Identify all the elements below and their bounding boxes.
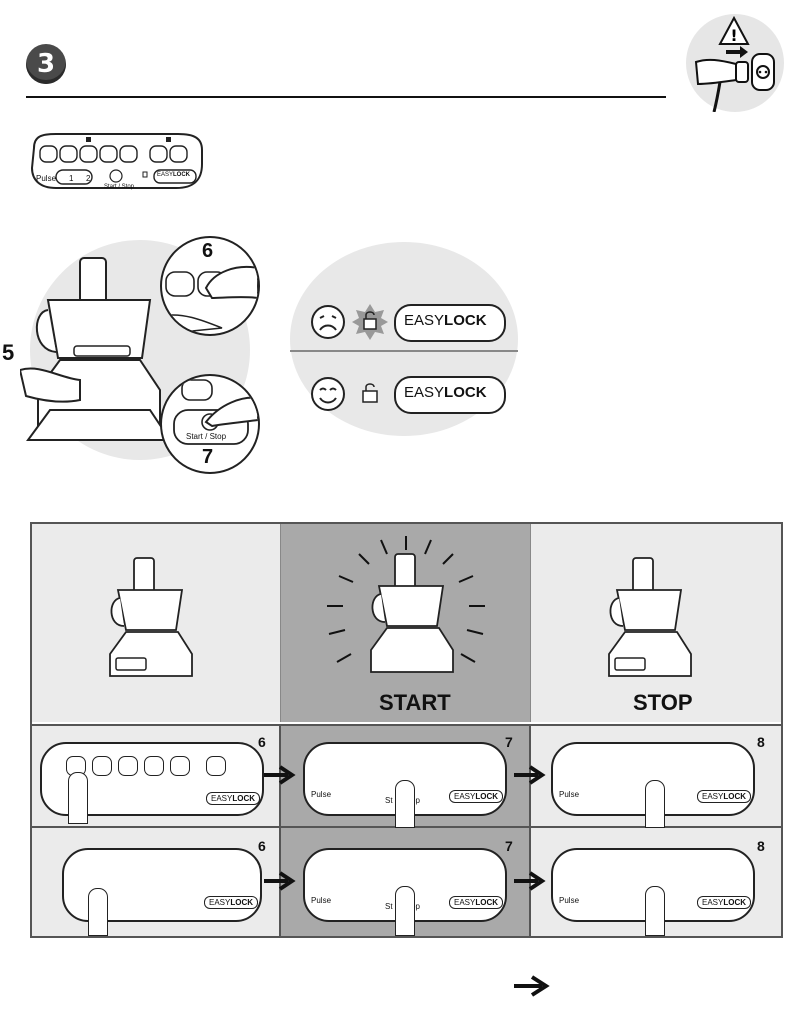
step-badge: 3 — [26, 44, 66, 84]
row2-step8: 8 Pulse EASYLOCK — [531, 828, 781, 936]
finger-icon — [88, 888, 108, 936]
cell-idle — [32, 524, 281, 722]
control-panel-overview: Pulse 1 2 Start / Stop EASYLOCK — [26, 128, 208, 196]
warning-triangle-icon — [718, 15, 750, 45]
lock-icon — [362, 383, 378, 403]
divider — [290, 350, 518, 352]
jug-icon — [86, 137, 91, 142]
zoom-step-7: Start / Stop 7 — [160, 374, 260, 474]
row2-num-6: 6 — [258, 838, 266, 854]
plug-icon: ! — [694, 15, 775, 113]
speed-2-label: 2 — [86, 174, 91, 183]
stop-label: STOP — [633, 690, 693, 715]
step-6-number: 6 — [202, 240, 214, 262]
unplug-warning: ! — [686, 14, 784, 113]
step-number: 3 — [36, 49, 56, 79]
easylock-badge-2: EASYLOCK — [394, 376, 506, 414]
row1-step7: 7 Pulse St op EASYLOCK — [281, 724, 531, 828]
cell-stop: STOP — [531, 524, 781, 722]
processor-idle — [109, 557, 193, 677]
row2-num-7: 7 — [505, 838, 513, 854]
arrow-right-icon — [514, 765, 546, 785]
processor-stopped — [608, 557, 692, 677]
start-label: START — [379, 690, 451, 715]
row2-num-8: 8 — [757, 838, 765, 854]
operation-grid: START STOP 6 EASYLOCK 7 Pulse St op EASY… — [30, 522, 783, 938]
row1-step8: 8 Pulse EASYLOCK — [531, 724, 781, 828]
row2-step7: 7 Pulse St op EASYLOCK — [281, 828, 531, 936]
arrow-right-icon — [514, 871, 546, 891]
finger-icon — [645, 886, 665, 936]
pulse-label: Pulse — [36, 174, 57, 183]
arrow-right-icon — [264, 871, 296, 891]
row1-num-6: 6 — [258, 734, 266, 750]
speed-1-label: 1 — [69, 174, 74, 183]
row1-num-7: 7 — [505, 734, 513, 750]
sad-face-icon — [311, 305, 345, 339]
processor-running — [327, 536, 485, 673]
finger-icon — [395, 886, 415, 936]
unlock-icon — [352, 304, 388, 340]
next-page-arrow-icon — [514, 975, 550, 997]
start-stop-zoom-label: Start / Stop — [186, 432, 227, 441]
row1-num-8: 8 — [757, 734, 765, 750]
row2-step6: 6 EASYLOCK — [32, 828, 281, 936]
zoom-step-6: 6 — [160, 236, 260, 336]
finger-icon — [395, 780, 415, 828]
row1-step6: 6 EASYLOCK — [32, 724, 281, 828]
arrow-right-icon — [264, 765, 296, 785]
easylock-label: EASYLOCK — [157, 172, 191, 178]
cell-start: START — [281, 524, 531, 722]
step-5-number: 5 — [2, 340, 15, 365]
easylock-badge-1: EASYLOCK — [394, 304, 506, 342]
start-stop-label: Start / Stop — [104, 184, 135, 190]
lock-status-illustration: EASYLOCK EASYLOCK — [290, 242, 518, 436]
svg-text:!: ! — [730, 26, 737, 45]
cup-icon — [166, 137, 171, 142]
step-7-number: 7 — [202, 446, 214, 468]
finger-icon — [68, 772, 88, 824]
happy-face-icon — [311, 377, 345, 411]
header-rule — [26, 96, 666, 98]
finger-icon — [645, 780, 665, 828]
